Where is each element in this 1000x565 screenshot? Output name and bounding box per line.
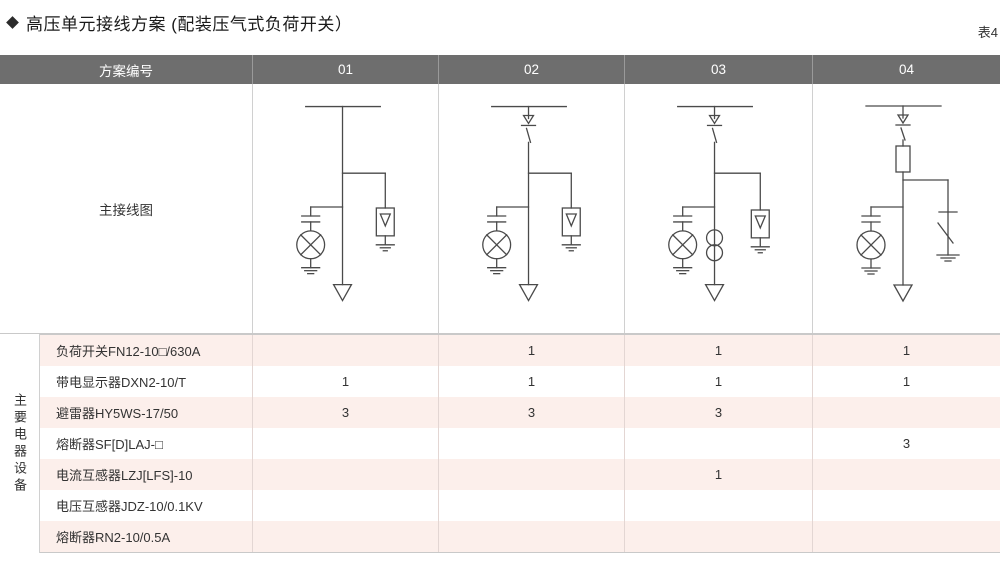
equipment-name: 负荷开关FN12-10□/630A	[40, 335, 253, 366]
cable-outgoing-arrow	[892, 284, 914, 303]
equipment-qty-03: 1	[625, 366, 813, 397]
equipment-qty-02: 3	[439, 397, 625, 428]
table-header-row: 方案编号 01 02 03 04	[0, 55, 1000, 84]
equipment-table: 负荷开关FN12-10□/630A 1 1 1 带电显示器DXN2-10/T 1…	[40, 334, 1000, 553]
equipment-name: 熔断器SF[D]LAJ-□	[40, 428, 253, 459]
equipment-name: 熔断器RN2-10/0.5A	[40, 521, 253, 552]
table-row: 带电显示器DXN2-10/T 1 1 1 1	[40, 366, 1000, 397]
load-switch-blade	[900, 127, 906, 141]
equipment-qty-04: 1	[902, 374, 911, 389]
load-switch-arrow	[896, 114, 910, 125]
equipment-qty-04: 3	[902, 436, 911, 451]
diagram-cell-01	[253, 84, 439, 333]
table-row: 电流互感器LZJ[LFS]-10 1	[40, 459, 1000, 490]
circuit-diagram-03	[668, 105, 770, 302]
equipment-qty-02: 1	[439, 366, 625, 397]
diagram-cell-03	[625, 84, 813, 333]
surge-arrester-box	[561, 207, 581, 237]
equipment-qty-04	[813, 490, 1000, 521]
circuit-diagram-04	[856, 105, 960, 303]
load-switch-blade	[711, 127, 718, 144]
page-title-bar: 高压单元接线方案 (配装压气式负荷开关） 表4	[0, 0, 1000, 55]
equipment-section-label: 主要电器设备	[0, 334, 40, 553]
equipment-name: 带电显示器DXN2-10/T	[40, 366, 253, 397]
equipment-qty-02	[439, 459, 625, 490]
equipment-qty-02	[439, 490, 625, 521]
diagram-row: 主接线图	[0, 84, 1000, 334]
circuit-diagram-02	[482, 105, 581, 302]
equipment-qty-03	[625, 521, 813, 552]
equipment-name: 避雷器HY5WS-17/50	[40, 397, 253, 428]
page-title: 高压单元接线方案 (配装压气式负荷开关）	[26, 15, 353, 34]
header-column-02: 02	[439, 55, 625, 84]
load-switch-arrow	[522, 114, 535, 125]
surge-arrester-box	[750, 209, 770, 239]
header-column-01: 01	[253, 55, 439, 84]
equipment-qty-02	[439, 521, 625, 552]
diamond-bullet-icon	[6, 16, 19, 29]
diagram-cell-02	[439, 84, 625, 333]
equipment-qty-01	[253, 335, 439, 366]
cable-outgoing-arrow	[704, 283, 725, 302]
equipment-qty-01	[253, 521, 439, 552]
cable-outgoing-arrow	[518, 283, 539, 302]
fuse-body	[895, 145, 911, 173]
equipment-section: 主要电器设备 负荷开关FN12-10□/630A 1 1 1 带电显示器DXN2…	[0, 334, 1000, 553]
equipment-qty-01: 1	[253, 366, 439, 397]
equipment-qty-03: 1	[625, 335, 813, 366]
equipment-qty-03: 1	[625, 459, 813, 490]
header-column-03: 03	[625, 55, 813, 84]
equipment-qty-01	[253, 459, 439, 490]
diagram-row-label: 主接线图	[0, 84, 253, 333]
equipment-qty-02: 1	[439, 335, 625, 366]
equipment-name: 电压互感器JDZ-10/0.1KV	[40, 490, 253, 521]
table-row: 电压互感器JDZ-10/0.1KV	[40, 490, 1000, 521]
equipment-name: 电流互感器LZJ[LFS]-10	[40, 459, 253, 490]
equipment-qty-01	[253, 490, 439, 521]
load-switch-arrow	[708, 114, 721, 125]
equipment-qty-02	[439, 428, 625, 459]
scheme-table: 方案编号 01 02 03 04 主接线图	[0, 55, 1000, 553]
current-transformer-core-2	[705, 244, 724, 262]
equipment-qty-01	[253, 428, 439, 459]
table-row: 熔断器RN2-10/0.5A	[40, 521, 1000, 553]
surge-arrester-box	[375, 207, 395, 237]
table-number-label: 表4	[977, 25, 998, 40]
table-row: 避雷器HY5WS-17/50 3 3 3	[40, 397, 1000, 428]
equipment-qty-04	[813, 459, 1000, 490]
equipment-qty-04	[813, 397, 1000, 428]
equipment-qty-04: 1	[902, 343, 911, 358]
equipment-qty-03: 3	[625, 397, 813, 428]
current-transformer-core-1	[705, 229, 724, 247]
equipment-section-label-text: 主要电器设备	[12, 392, 27, 495]
cable-outgoing-arrow	[332, 283, 353, 302]
diagram-cell-04	[813, 84, 1000, 333]
table-row: 熔断器SF[D]LAJ-□ 3	[40, 428, 1000, 459]
equipment-qty-03	[625, 490, 813, 521]
circuit-diagram-01	[296, 105, 395, 302]
equipment-qty-04	[813, 521, 1000, 552]
equipment-qty-01: 3	[253, 397, 439, 428]
table-row: 负荷开关FN12-10□/630A 1 1 1	[40, 334, 1000, 366]
header-row-label: 方案编号	[0, 55, 253, 84]
header-column-04: 04	[898, 62, 915, 77]
equipment-qty-03	[625, 428, 813, 459]
load-switch-blade	[525, 127, 532, 144]
earthing-switch-blade	[937, 222, 954, 244]
